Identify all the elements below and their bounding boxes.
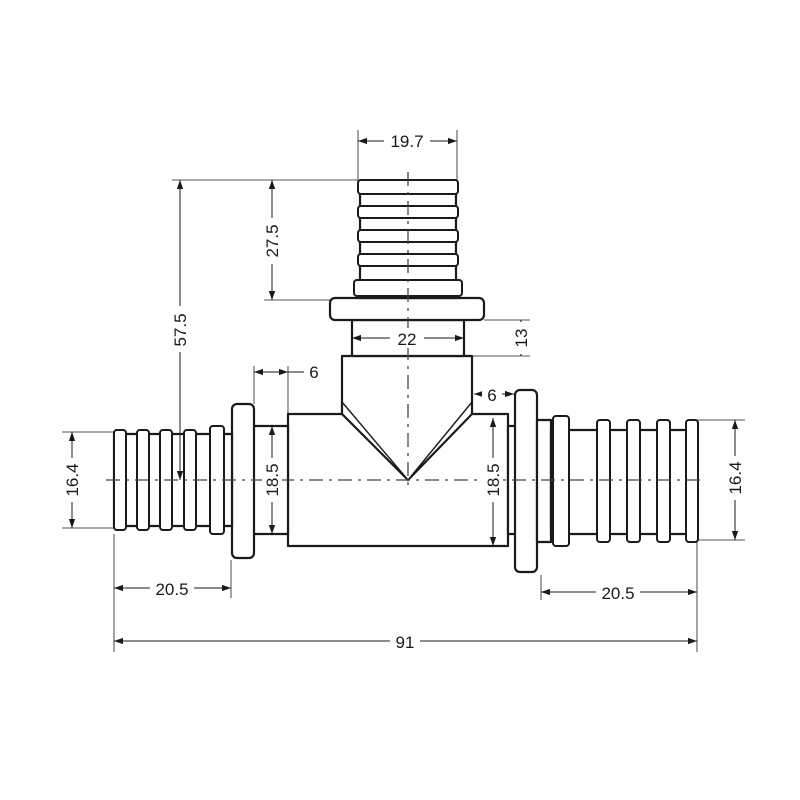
dim-top-flange-height: 13	[511, 320, 531, 356]
right-barbed-insert	[549, 415, 699, 547]
label-22: 22	[398, 330, 417, 349]
dim-top-body-width: 22	[352, 328, 464, 349]
label-13: 13	[512, 329, 531, 348]
label-57-5: 57.5	[171, 313, 190, 346]
dim-right-outer-diameter: 16.4	[725, 420, 745, 540]
label-19-7: 19.7	[390, 132, 423, 151]
dim-left-outer-diameter: 16.4	[62, 432, 82, 528]
label-16-4-left: 16.4	[63, 463, 82, 496]
label-6-left: 6	[309, 363, 318, 382]
label-16-4-right: 16.4	[726, 461, 745, 494]
dim-right-inner-diameter: 18.5	[483, 418, 503, 546]
label-20-5-left: 20.5	[155, 580, 188, 599]
dim-overall-length: 91	[114, 631, 697, 652]
dim-left-insert-length: 20.5	[114, 578, 231, 599]
extension-lines	[62, 130, 745, 652]
tee-body	[286, 354, 510, 548]
dim-overall-height: 57.5	[170, 180, 190, 480]
dim-top-outlet-width: 19.7	[358, 130, 457, 151]
label-18-5-right: 18.5	[484, 463, 503, 496]
label-6-right: 6	[487, 386, 496, 405]
dim-left-shoulder-width: 6	[254, 363, 319, 382]
label-91: 91	[396, 633, 415, 652]
dim-left-inner-diameter: 18.5	[262, 426, 282, 534]
right-flange	[506, 388, 553, 574]
dim-right-shoulder-width: 6	[474, 384, 514, 405]
label-18-5-left: 18.5	[263, 463, 282, 496]
dim-top-insert-length: 27.5	[262, 180, 282, 300]
dim-right-insert-length: 20.5	[541, 582, 697, 603]
label-27-5: 27.5	[263, 224, 282, 257]
label-20-5-right: 20.5	[601, 584, 634, 603]
